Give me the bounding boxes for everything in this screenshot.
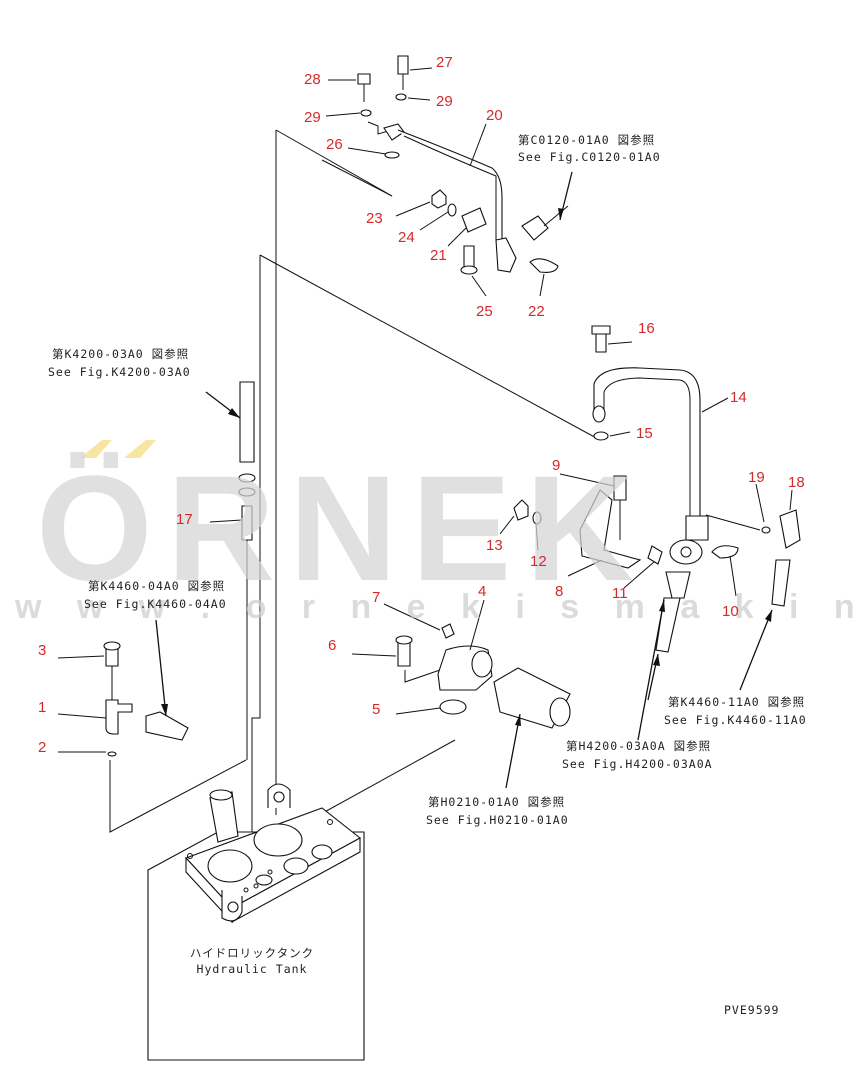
part-label: 25 xyxy=(476,303,493,320)
part-label: 4 xyxy=(478,583,486,600)
ref-c0120-jp: 第C0120-01A0 図参照 xyxy=(518,133,655,147)
part-label: 29 xyxy=(304,109,321,126)
reference-texts: 第C0120-01A0 図参照 See Fig.C0120-01A0 第K420… xyxy=(48,133,807,1017)
part-label: 5 xyxy=(372,701,380,718)
hydraulic-tank xyxy=(147,783,365,1061)
top-tube-assembly xyxy=(357,55,559,275)
ref-k4200-en: See Fig.K4200-03A0 xyxy=(48,365,191,379)
part-label: 24 xyxy=(398,229,415,246)
part-label: 15 xyxy=(636,425,653,442)
part-label: 26 xyxy=(326,136,343,153)
right-tube-assembly xyxy=(513,325,801,653)
part-label: 22 xyxy=(528,303,545,320)
part-label: 6 xyxy=(328,637,336,654)
watermark: ÖRNEK w w w . o r n e k i s m a k i n a … xyxy=(14,440,857,626)
part-label: 1 xyxy=(38,699,46,716)
part-label: 19 xyxy=(748,469,765,486)
middle-parts xyxy=(395,623,571,729)
drawing-code: PVE9599 xyxy=(724,1003,779,1017)
part-label: 13 xyxy=(486,537,503,554)
ref-k4460-04-jp: 第K4460-04A0 図参照 xyxy=(88,579,225,593)
part-label: 17 xyxy=(176,511,193,528)
ref-h0210-en: See Fig.H0210-01A0 xyxy=(426,813,569,827)
part-label: 10 xyxy=(722,603,739,620)
left-parts xyxy=(103,381,256,760)
part-label: 12 xyxy=(530,553,547,570)
part-label: 23 xyxy=(366,210,383,227)
ref-h0210-jp: 第H0210-01A0 図参照 xyxy=(428,795,565,809)
ref-k4460-04-en: See Fig.K4460-04A0 xyxy=(84,597,227,611)
part-label: 29 xyxy=(436,93,453,110)
watermark-brand: ÖRNEK xyxy=(36,444,648,612)
ref-k4200-jp: 第K4200-03A0 図参照 xyxy=(52,347,189,361)
tank-label-jp: ハイドロリックタンク xyxy=(190,946,314,960)
part-label: 8 xyxy=(555,583,563,600)
part-label: 9 xyxy=(552,457,560,474)
watermark-url: w w w . o r n e k i s m a k i n a l a r … xyxy=(14,588,857,626)
part-label: 20 xyxy=(486,107,503,124)
part-label: 3 xyxy=(38,642,46,659)
part-label: 2 xyxy=(38,739,46,756)
part-label: 14 xyxy=(730,389,747,406)
ref-k4460-11-jp: 第K4460-11A0 図参照 xyxy=(668,695,805,709)
part-label: 27 xyxy=(436,54,453,71)
umlaut-mark-left xyxy=(80,440,112,458)
ref-h4200-en: See Fig.H4200-03A0A xyxy=(562,757,713,771)
tank-label-en: Hydraulic Tank xyxy=(197,962,308,976)
part-label: 21 xyxy=(430,247,447,264)
part-label: 11 xyxy=(612,585,628,602)
ref-c0120-en: See Fig.C0120-01A0 xyxy=(518,150,661,164)
umlaut-mark-right xyxy=(124,440,156,458)
part-label: 16 xyxy=(638,320,655,337)
part-label: 18 xyxy=(788,474,805,491)
leader-lines xyxy=(57,67,793,789)
assembly-frame-lines xyxy=(109,129,761,835)
part-label: 7 xyxy=(372,589,380,606)
ref-h4200-jp: 第H4200-03A0A 図参照 xyxy=(566,739,711,753)
part-number-labels: 1 2 3 4 5 6 7 8 9 10 11 12 13 14 15 16 1… xyxy=(38,54,805,756)
ref-k4460-11-en: See Fig.K4460-11A0 xyxy=(664,713,807,727)
part-label: 28 xyxy=(304,71,321,88)
